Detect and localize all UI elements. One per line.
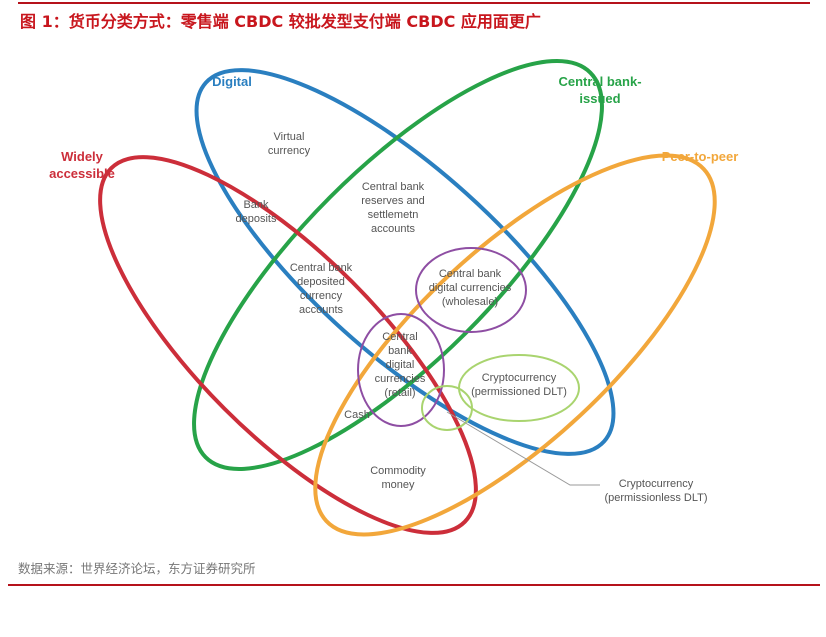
set-label-widely-2: accessible (49, 166, 115, 181)
region-bank-deposits: Bank deposits (236, 199, 277, 225)
region-label-line: Central bank (439, 268, 502, 280)
permissionless-crypto-ellipse (421, 385, 473, 431)
region-permissionless-crypto: Cryptocurrency (permissionless DLT) (604, 478, 707, 504)
set-label-central-bank-1: Central bank- (558, 74, 641, 89)
region-label-line: Central bank (290, 262, 353, 274)
region-label-line: deposited (297, 276, 345, 288)
region-label-line: Cryptocurrency (482, 372, 557, 384)
set-label-widely-1: Widely (61, 149, 104, 164)
region-commodity-money: Commodity money (370, 465, 426, 491)
central-bank-ellipse (192, 59, 604, 471)
region-label-line: (retail) (384, 387, 415, 399)
region-wholesale-cbdc: Central bank digital currencies (wholesa… (429, 268, 512, 308)
retail-cbdc-ellipse (357, 313, 445, 427)
region-retail-cbdc: Central bank digital currencies (retail) (375, 331, 426, 399)
region-label-line: Central bank (362, 181, 425, 193)
region-label-line: currencies (375, 373, 426, 385)
region-label-line: (wholesale) (442, 296, 498, 308)
region-label-line: settlemetn (368, 209, 419, 221)
set-label-central-bank-2: issued (579, 91, 620, 106)
set-label-digital: Digital (212, 74, 252, 89)
leader-line (446, 411, 600, 486)
region-label-line: (permissionless DLT) (604, 492, 707, 504)
region-label-line: accounts (371, 223, 416, 235)
widely-accessible-ellipse (98, 155, 478, 535)
region-deposited-accounts: Central bank deposited currency accounts (290, 262, 353, 316)
top-rule (18, 2, 810, 4)
bottom-rule (8, 584, 820, 586)
region-label-line: digital (386, 359, 415, 371)
region-label-line: (permissioned DLT) (471, 386, 567, 398)
region-label-line: currency (300, 290, 343, 302)
wholesale-cbdc-ellipse (415, 247, 527, 333)
region-label-line: digital currencies (429, 282, 512, 294)
region-cash: Cash (344, 409, 370, 421)
region-label-line: deposits (236, 213, 277, 225)
p2p-ellipse (313, 153, 717, 537)
region-label-line: Central (382, 331, 417, 343)
region-label-line: Virtual (274, 131, 305, 143)
region-virtual-currency: Virtual currency (268, 131, 311, 157)
venn-diagram: Digital Central bank- issued Widely acce… (49, 59, 739, 537)
region-label-line: money (381, 479, 415, 491)
source-note: 数据来源：世界经济论坛，东方证券研究所 (18, 561, 256, 576)
region-label-line: Commodity (370, 465, 426, 477)
region-label-line: Cryptocurrency (619, 478, 694, 490)
region-permissioned-crypto: Cryptocurrency (permissioned DLT) (471, 372, 567, 398)
region-label-line: accounts (299, 304, 344, 316)
digital-ellipse (194, 68, 616, 456)
figure-title: 图 1：货币分类方式：零售端 CBDC 较批发型支付端 CBDC 应用面更广 (20, 12, 541, 31)
region-label-line: bank (388, 345, 412, 357)
region-reserves: Central bank reserves and settlemetn acc… (361, 181, 425, 235)
region-label-line: Bank (243, 199, 269, 211)
region-label-line: currency (268, 145, 311, 157)
set-label-p2p: Peer-to-peer (662, 149, 739, 164)
region-label-line: reserves and (361, 195, 425, 207)
